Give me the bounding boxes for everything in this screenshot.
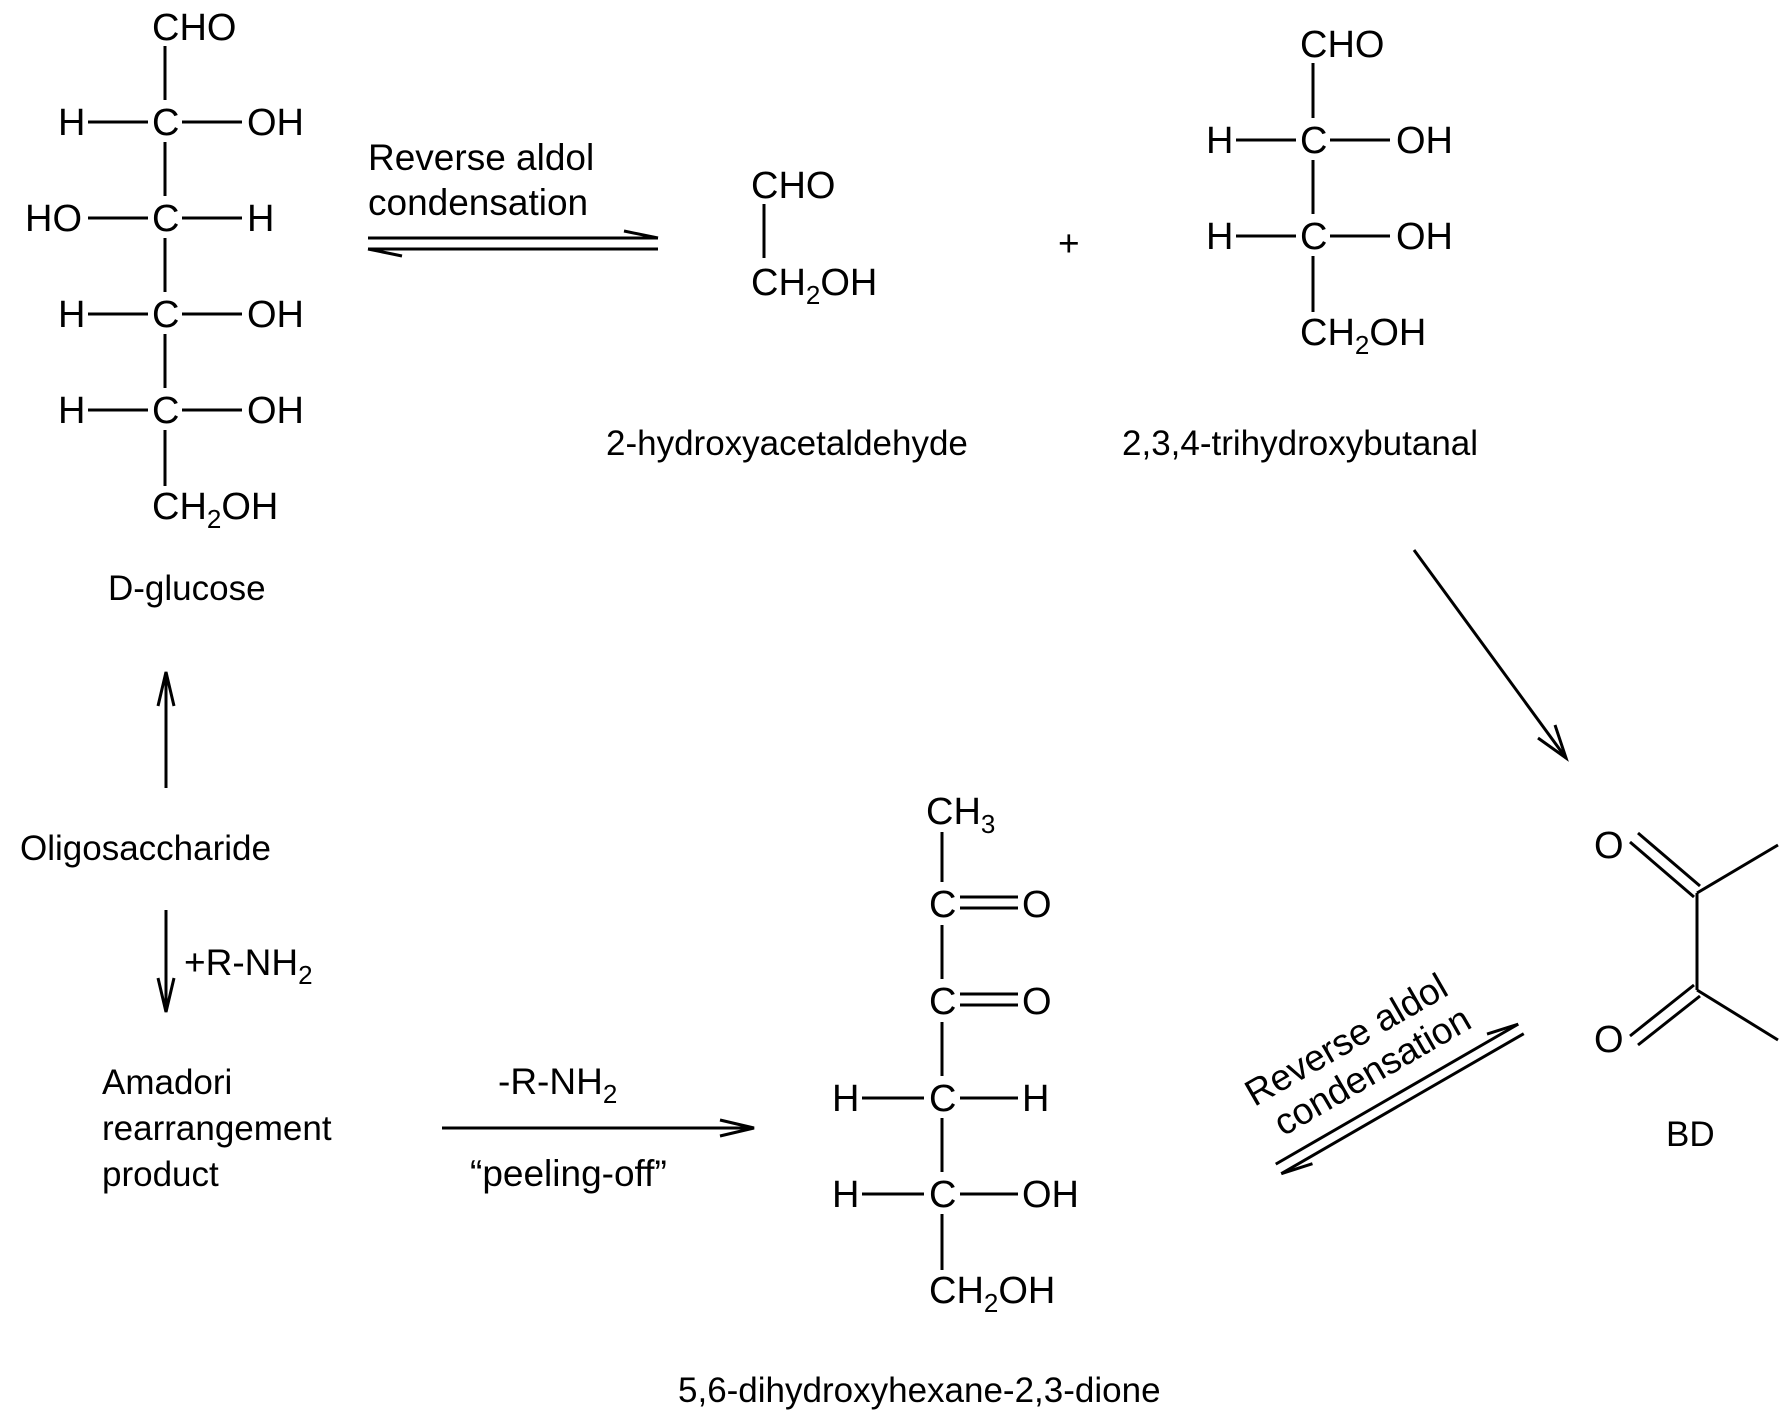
angled-equilibrium-forward-arrowhead [1486,1022,1519,1036]
glucose-name: D-glucose [108,569,266,608]
bd-methyl-bond [1696,843,1779,895]
bd-carbonyl-bond [1629,840,1695,899]
oligosaccharide-to-glucose-arrow [156,671,176,788]
up-arrowhead [156,671,176,707]
trihydroxybutanal-name: 2,3,4-trihydroxybutanal [1122,424,1478,463]
glucose-c4-oh: OH [247,294,304,336]
trihydroxybutanal-cho: CHO [1300,24,1384,66]
glucose-c3: C [152,198,179,240]
trihydroxybutanal-ch2oh: CH2OH [1300,312,1426,360]
trihydroxybutanal-c2-oh: OH [1396,120,1453,162]
amadori-name-line3: product [102,1155,219,1194]
amine-addition-arrow [156,910,176,1013]
equilibrium-forward-arrowhead [623,229,659,240]
equilibrium-reverse-arrowhead [367,247,403,258]
trihydroxybutanal-structure: CHO H C OH H C OH CH2OH [1206,24,1453,360]
glucose-c5-h: H [58,390,85,432]
trihydroxybutanal-c3: C [1300,216,1327,258]
peeling-off-arrow [442,1118,755,1138]
dione-c4-h-left: H [832,1078,859,1120]
bd-carbonyl-bond [1637,994,1701,1047]
glucose-c2-oh: OH [247,102,304,144]
glucose-c3-ho: HO [25,198,82,240]
dione-c5: C [929,1174,956,1216]
trihydroxybutanal-c2-h: H [1206,120,1233,162]
glucose-c2-h: H [58,102,85,144]
glucose-c4: C [152,294,179,336]
glucose-cho: CHO [152,7,236,49]
reverse-aldol-label-line1: Reverse aldol [368,137,594,178]
reverse-aldol-top: Reverse aldol condensation [367,137,659,258]
dione-c5-h: H [832,1174,859,1216]
glucose-c5-oh: OH [247,390,304,432]
hydroxyacetaldehyde-cho: CHO [751,165,835,207]
bd-name: BD [1666,1115,1715,1154]
amadori-name-line2: rearrangement [102,1109,332,1148]
angled-equilibrium-reverse-arrow [1280,1032,1525,1175]
bd-carbonyl-bond [1637,831,1701,888]
plus-sign: + [1058,223,1080,264]
glucose-c2: C [152,102,179,144]
remove-amine-label: -R-NH2 [498,1061,617,1109]
dione-c4-h-right: H [1022,1078,1049,1120]
bd-o-top: O [1594,825,1624,867]
trihydroxybutanal-c3-oh: OH [1396,216,1453,258]
trihydroxybutanal-c3-h: H [1206,216,1233,258]
dione-c5-oh: OH [1022,1174,1079,1216]
bd-o-bottom: O [1594,1019,1624,1061]
amadori-name-line1: Amadori [102,1063,232,1102]
reverse-aldol-label-line2: condensation [368,182,588,223]
dione-c2: C [929,884,956,926]
dione-o2: O [1022,981,1052,1023]
dione-ch2oh: CH2OH [929,1270,1055,1318]
glucose-c4-h: H [58,294,85,336]
glucose-c3-h: H [247,198,274,240]
dione-ch3: CH3 [926,791,995,839]
angled-equilibrium-forward-arrow [1275,1022,1519,1166]
hydroxyacetaldehyde-ch2oh: CH2OH [751,262,877,310]
angled-equilibrium-reverse-arrowhead [1280,1162,1313,1176]
peeling-off-label: “peeling-off” [470,1153,667,1194]
diagonal-arrow-to-bd [1412,549,1569,762]
down-arrowhead [156,977,176,1013]
oligosaccharide-name: Oligosaccharide [20,829,271,868]
glucose-ch2oh: CH2OH [152,486,278,534]
hydroxyacetaldehyde-name: 2-hydroxyacetaldehyde [606,424,968,463]
dione-structure: CH3 C O C O H C H H C OH CH2OH [832,791,1079,1318]
reverse-aldol-bottom: Reverse aldol condensation [1238,965,1525,1176]
bd-carbonyl-bond [1629,983,1695,1038]
peeling-off-arrowhead [719,1118,755,1138]
diagonal-arrow-shaft [1412,549,1568,759]
dione-c3: C [929,981,956,1023]
dione-name: 5,6-dihydroxyhexane-2,3-dione [678,1371,1161,1410]
add-amine-label: +R-NH2 [184,942,313,990]
glucose-c5: C [152,390,179,432]
dione-o1: O [1022,884,1052,926]
bd-structure: O O [1594,825,1779,1061]
diagonal-arrowhead [1537,724,1569,762]
trihydroxybutanal-c2: C [1300,120,1327,162]
hydroxyacetaldehyde-structure: CHO CH2OH [751,165,877,310]
bd-methyl-bond [1696,988,1779,1042]
d-glucose-structure: CHO H C OH HO C H H C OH H C OH CH2OH [25,7,304,534]
dione-c4: C [929,1078,956,1120]
